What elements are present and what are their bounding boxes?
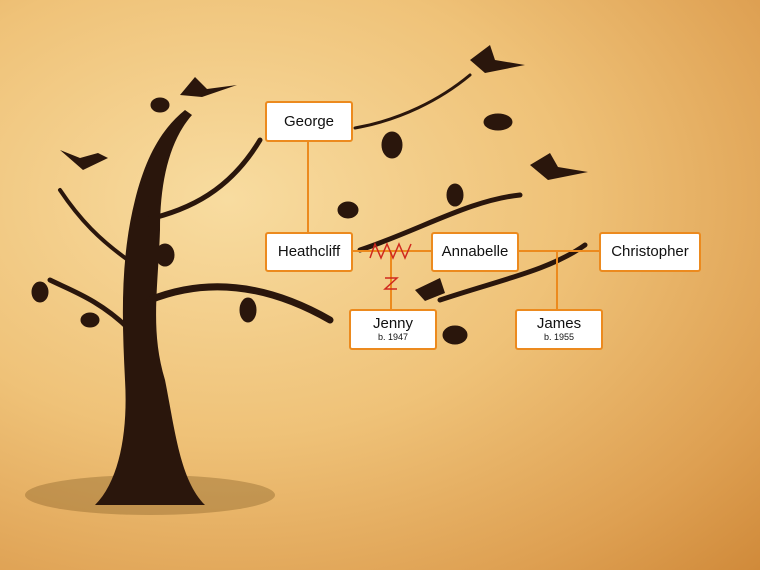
person-birth: b. 1947	[377, 332, 409, 342]
person-birth: b. 1955	[543, 332, 575, 342]
person-name: James	[536, 315, 582, 332]
person-jenny[interactable]: Jenny b. 1947	[349, 309, 437, 350]
person-heathcliff[interactable]: Heathcliff	[265, 232, 353, 272]
tree-silhouette	[31, 45, 588, 505]
divorce-marker	[369, 241, 412, 260]
person-name: Heathcliff	[277, 243, 341, 260]
person-christopher[interactable]: Christopher	[599, 232, 701, 272]
person-name: Jenny	[372, 315, 414, 332]
person-name: Christopher	[611, 243, 689, 260]
person-name: George	[283, 112, 335, 130]
person-james[interactable]: James b. 1955	[515, 309, 603, 350]
separation-marker	[383, 277, 399, 290]
person-annabelle[interactable]: Annabelle	[431, 232, 519, 272]
person-george[interactable]: George	[265, 101, 353, 142]
connectors	[307, 141, 599, 309]
person-name: Annabelle	[441, 243, 509, 260]
